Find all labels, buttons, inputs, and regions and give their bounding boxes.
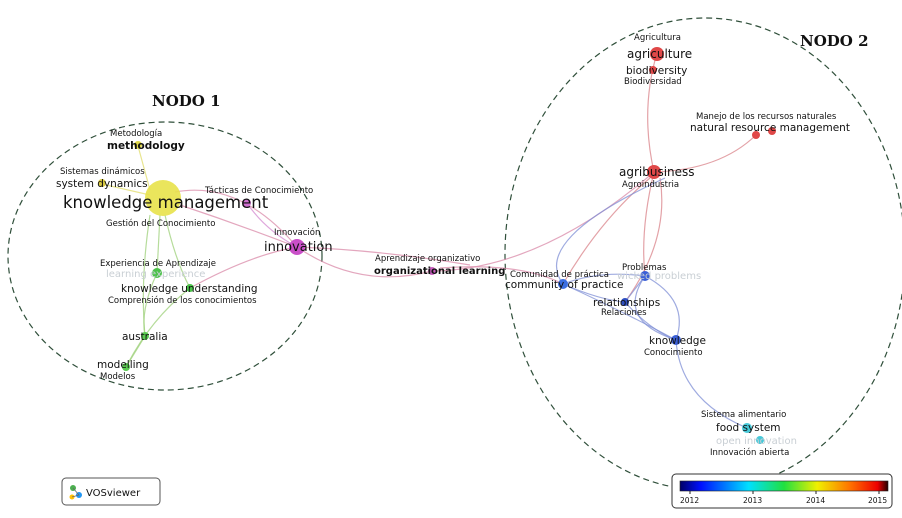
node-natural-resource-management-2[interactable] (768, 127, 776, 135)
node-knowledge[interactable] (671, 335, 681, 345)
label-australia: australia (122, 331, 168, 343)
node-food-system[interactable] (742, 423, 752, 433)
label-relationships-es: Relaciones (601, 308, 647, 318)
label-food-system-en: food system (716, 422, 781, 434)
label-agriculture-en: agriculture (627, 47, 692, 61)
label-system-dynamics-en: system dynamics (56, 178, 148, 190)
nodes (98, 47, 776, 444)
label-methodology-es: Metodología (110, 129, 162, 139)
label-wicked-problems-en: wicked problems (617, 271, 701, 282)
label-knowledge-en: knowledge (649, 335, 706, 347)
legend-tick: 2013 (743, 496, 762, 505)
label-knowledge-es: Conocimiento (644, 348, 703, 358)
node-innovation[interactable] (289, 239, 305, 255)
label-learning-experience-es: Experiencia de Aprendizaje (100, 259, 216, 269)
node-wicked-problems[interactable] (640, 271, 650, 281)
year-color-legend: 2012 2013 2014 2015 (671, 473, 893, 509)
vosviewer-logo-text: VOSviewer (86, 488, 141, 499)
node-community-of-practice[interactable] (558, 279, 568, 289)
node-learning-experience[interactable] (152, 268, 162, 278)
node-australia[interactable] (141, 332, 149, 340)
label-agribusiness-en: agribusiness (619, 165, 695, 179)
node-biodiversity[interactable] (649, 66, 657, 74)
color-scale-bar (679, 480, 889, 492)
label-knowledge-understanding-en: knowledge understanding (121, 283, 258, 295)
label-organizational-learning-en: organizational learning (374, 266, 505, 277)
label-food-system-es: Sistema alimentario (701, 410, 786, 420)
label-system-dynamics-es: Sistemas dinámicos (60, 167, 145, 177)
label-knowledge-understanding-es: Comprensión de los conocimientos (108, 295, 257, 306)
label-knowledge-tactics-es: Tácticas de Conocimiento (204, 186, 313, 196)
label-modelling-en: modelling (97, 359, 149, 371)
node-knowledge-management[interactable] (145, 180, 181, 216)
label-innovation-en: innovation (264, 240, 333, 255)
label-community-of-practice-en: community of practice (505, 279, 623, 291)
label-open-innovation-es: Innovación abierta (710, 447, 789, 458)
label-knowledge-management-es: Gestión del Conocimiento (106, 218, 215, 229)
legend-tick: 2014 (806, 496, 825, 505)
edges (101, 52, 757, 429)
legend-tick: 2015 (868, 496, 887, 505)
node-agriculture[interactable] (650, 47, 664, 61)
label-modelling-es: Modelos (100, 372, 136, 382)
label-methodology-en: methodology (107, 140, 185, 152)
node-open-innovation[interactable] (756, 436, 764, 444)
cluster-1-boundary (7, 121, 323, 391)
label-organizational-learning-es: Aprendizaje organizativo (375, 254, 480, 264)
cluster-2-title: NODO 2 (800, 32, 869, 50)
node-methodology[interactable] (134, 141, 142, 149)
label-community-of-practice-es: Comunidad de práctica (510, 270, 609, 280)
label-biodiversity-es: Biodiversidad (624, 77, 682, 87)
label-natural-resource-management-en: natural resource management (690, 122, 850, 134)
node-modelling[interactable] (122, 363, 130, 371)
node-system-dynamics[interactable] (98, 179, 106, 187)
node-knowledge-understanding[interactable] (186, 284, 194, 292)
node-relationships[interactable] (621, 298, 629, 306)
node-knowledge-tactics[interactable] (243, 199, 251, 207)
label-natural-resource-management-es: Manejo de los recursos naturales (696, 112, 837, 122)
vosviewer-logo: VOSviewer (61, 477, 161, 506)
label-agribusiness-es: Agroindustria (622, 180, 679, 190)
cluster-1-title: NODO 1 (152, 92, 221, 110)
label-open-innovation-en: open innovation (716, 436, 797, 447)
label-relationships-en: relationships (593, 297, 660, 309)
vosviewer-logo-icon (69, 485, 82, 500)
legend-tick: 2012 (680, 496, 699, 505)
label-learning-experience-en: learning experience (106, 269, 205, 280)
label-agriculture-es: Agricultura (634, 33, 681, 43)
label-knowledge-management-en: knowledge management (63, 193, 269, 212)
label-biodiversity-en: biodiversity (626, 65, 687, 77)
label-innovation-es: Innovación (274, 227, 320, 238)
node-agribusiness[interactable] (647, 165, 661, 179)
node-organizational-learning[interactable] (428, 267, 436, 275)
node-natural-resource-management[interactable] (752, 131, 760, 139)
label-wicked-problems-es: Problemas (622, 263, 667, 273)
